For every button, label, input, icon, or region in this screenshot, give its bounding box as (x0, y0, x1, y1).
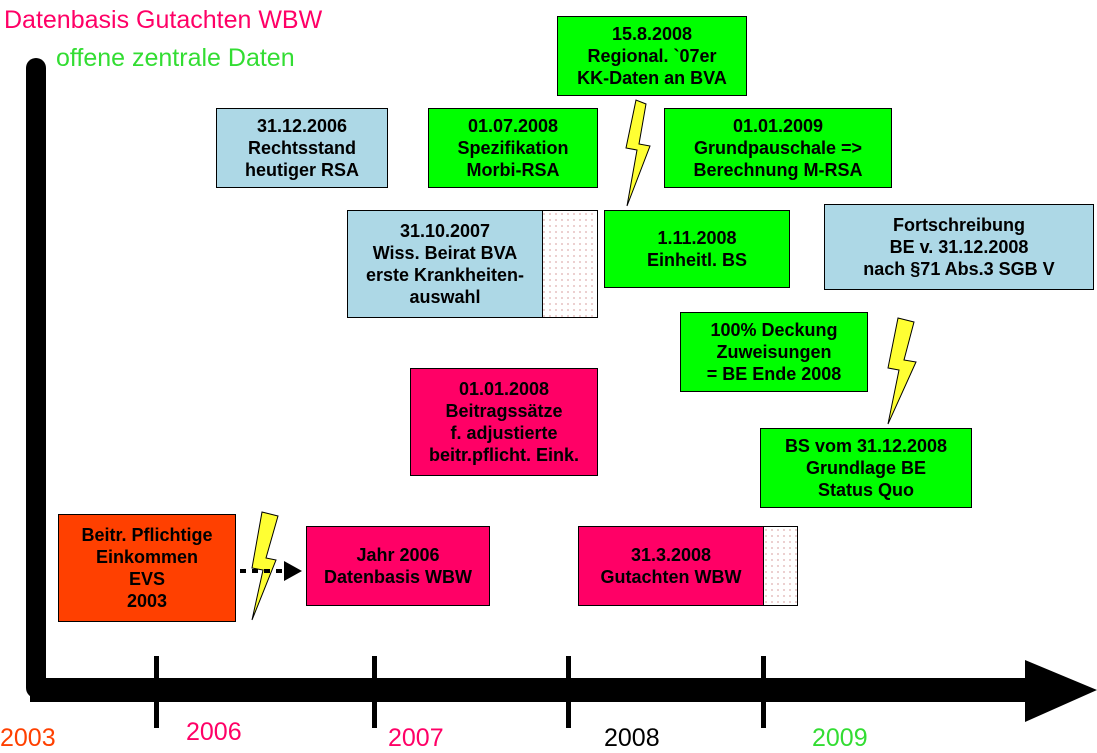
box-gutachten-wbw: 31.3.2008 Gutachten WBW (578, 526, 764, 606)
tick-2006 (154, 656, 159, 728)
box-wiss-beirat: 31.10.2007 Wiss. Beirat BVA erste Krankh… (347, 210, 543, 318)
box-beirat-pattern (540, 210, 598, 318)
tick-2007 (372, 656, 377, 728)
box-regional-kk-daten: 15.8.2008 Regional. `07er KK-Daten an BV… (557, 16, 747, 96)
box-rechtsstand: 31.12.2006 Rechtsstand heutiger RSA (216, 108, 388, 188)
box-spezifikation-morbi-rsa: 01.07.2008 Spezifikation Morbi-RSA (428, 108, 598, 188)
box-beitragssaetze: 01.01.2008 Beitragssätze f. adjustierte … (410, 368, 598, 476)
subtitle-offene-daten: offene zentrale Daten (56, 44, 295, 72)
lightning-icon (887, 317, 917, 425)
tick-2009 (761, 656, 766, 728)
tick-2008 (566, 656, 571, 728)
year-label-2009: 2009 (812, 724, 868, 752)
box-bs-vom-31-12-2008: BS vom 31.12.2008 Grundlage BE Status Qu… (760, 428, 972, 508)
box-100-deckung: 100% Deckung Zuweisungen = BE Ende 2008 (680, 312, 868, 392)
year-label-2006: 2006 (186, 718, 242, 746)
timeline-arrow (1025, 660, 1097, 722)
horizontal-axis (30, 678, 1030, 702)
box-gutachten-pattern (762, 526, 798, 606)
box-einheitl-bs: 1.11.2008 Einheitl. BS (604, 210, 790, 288)
year-label-2003: 2003 (0, 724, 56, 752)
arrow-right-icon (284, 561, 302, 581)
year-label-2008: 2008 (604, 724, 660, 752)
vertical-axis (26, 58, 46, 698)
title-datenbasis: Datenbasis Gutachten WBW (4, 6, 323, 34)
lightning-icon (625, 99, 651, 207)
box-fortschreibung: Fortschreibung BE v. 31.12.2008 nach §71… (824, 204, 1094, 290)
box-jahr-2006: Jahr 2006 Datenbasis WBW (306, 526, 490, 606)
box-evs-2003: Beitr. Pflichtige Einkommen EVS 2003 (58, 514, 236, 622)
lightning-icon (251, 511, 279, 621)
box-grundpauschale: 01.01.2009 Grundpauschale => Berechnung … (664, 108, 892, 188)
year-label-2007: 2007 (388, 724, 444, 752)
